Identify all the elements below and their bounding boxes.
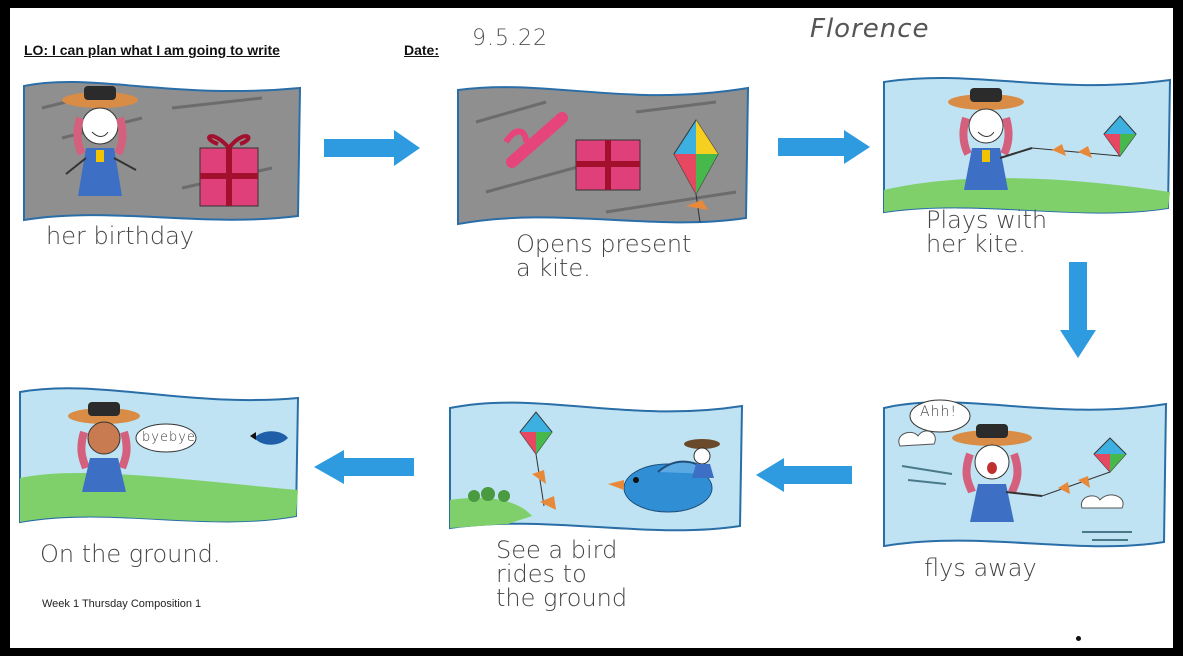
- caption-flys-away: flys away: [924, 554, 1037, 582]
- present-drawing: [199, 134, 259, 207]
- speech-bubble: [135, 423, 197, 453]
- girl-drawing: [68, 402, 140, 492]
- speech-ahh: Ahh!: [920, 404, 957, 420]
- date-value: 9.5.22: [472, 26, 548, 51]
- kite-drawing: [1031, 115, 1137, 158]
- speech-byebye: byebye: [142, 430, 196, 445]
- kite-drawing: [1041, 437, 1127, 497]
- girl-drawing: [952, 424, 1043, 522]
- student-name: Florence: [810, 14, 930, 44]
- arrow-left-icon: [756, 458, 852, 492]
- panel-birthday: [22, 78, 302, 228]
- footer-label: Week 1 Thursday Composition 1: [42, 598, 202, 610]
- caption-plays-with-kite: Plays with her kite.: [926, 206, 1048, 258]
- ink-dot: [1076, 636, 1081, 641]
- panel-see-a-bird: [448, 396, 744, 540]
- ribbon-drawing: [503, 112, 568, 168]
- girl-drawing: [62, 86, 138, 196]
- panel-opens-present: [456, 82, 750, 232]
- date-label: Date:: [404, 42, 440, 58]
- kite-drawing: [519, 411, 556, 510]
- learning-objective: LO: I can plan what I am going to write: [24, 42, 280, 58]
- caption-opens-present: Opens present a kite.: [516, 230, 692, 282]
- tiny-girl-drawing: [684, 439, 720, 478]
- arrow-down-icon: [1060, 262, 1096, 358]
- cloud-drawing: [898, 430, 1124, 509]
- panel-plays-with-kite: [882, 72, 1172, 222]
- arrow-right-icon: [324, 130, 420, 166]
- panel-on-the-ground: [18, 382, 300, 532]
- speech-bubble: [909, 399, 971, 433]
- caption-see-a-bird: See a bird rides to the ground: [496, 536, 628, 612]
- caption-birthday: her birthday: [46, 222, 195, 250]
- kite-drawing: [673, 119, 719, 223]
- story-plan-sheet: LO: I can plan what I am going to write …: [10, 8, 1173, 648]
- panel-flys-away: [882, 396, 1168, 556]
- arrow-left-icon: [314, 450, 414, 484]
- bird-drawing: [250, 431, 288, 445]
- arrow-right-icon: [778, 130, 870, 164]
- girl-drawing: [948, 88, 1033, 190]
- present-box-drawing: [575, 139, 641, 191]
- caption-on-the-ground: On the ground.: [40, 540, 221, 568]
